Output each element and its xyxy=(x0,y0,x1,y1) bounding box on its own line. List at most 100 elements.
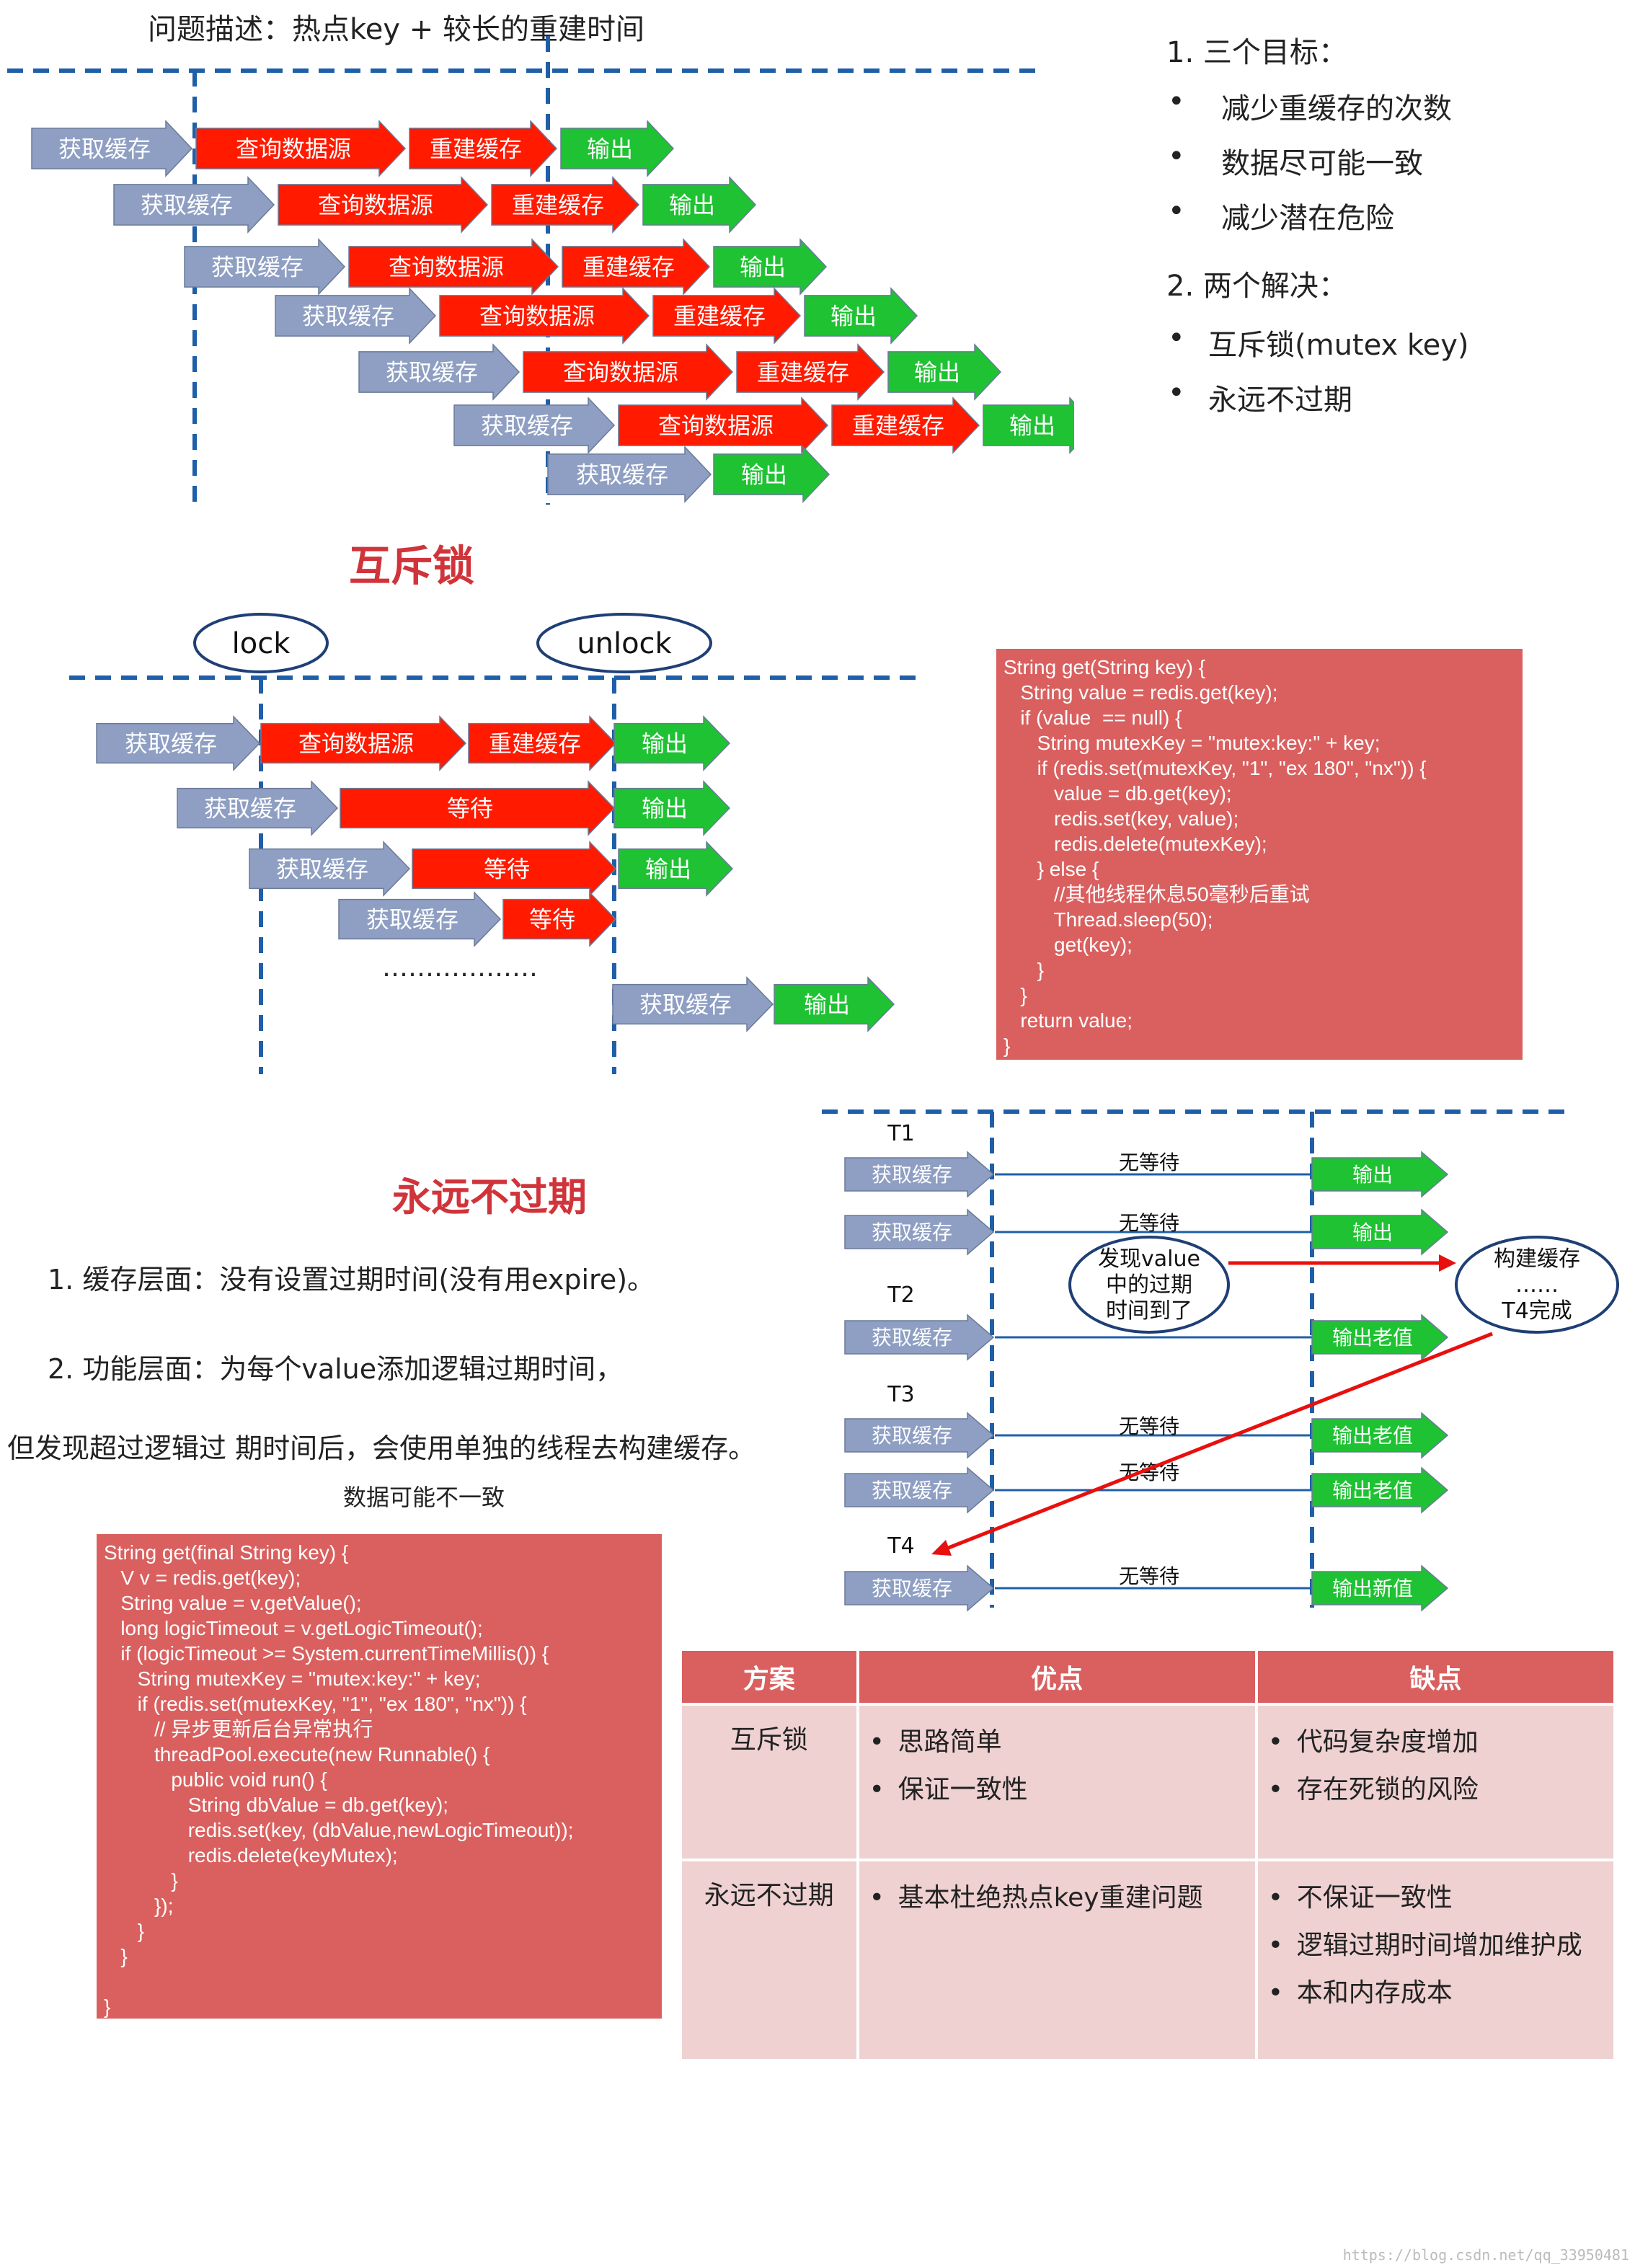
never-note: 数据可能不一致 xyxy=(343,1484,505,1511)
no-wait-label: 无等待 xyxy=(1119,1461,1179,1484)
output-old-arrow-label: 输出老值 xyxy=(1332,1326,1413,1350)
table-cell-name: 互斥锁 xyxy=(682,1703,859,1859)
query-source-arrow: 查询数据源 xyxy=(348,238,559,296)
list-item: 基本杜绝热点key重建问题 xyxy=(869,1874,1255,1922)
code-line xyxy=(104,1969,655,1994)
mutex-title: 互斥锁 xyxy=(349,541,475,590)
rebuild-cache-arrow-label: 重建缓存 xyxy=(489,730,581,758)
output-arrow-label: 输出 xyxy=(804,991,850,1019)
expire-to-build-arrowhead xyxy=(1439,1254,1456,1272)
output-arrow: 输出 xyxy=(1311,1208,1449,1256)
get-cache-arrow-label: 获取缓存 xyxy=(58,136,151,163)
output-arrow: 输出 xyxy=(642,176,757,234)
output-arrow: 输出 xyxy=(774,976,895,1032)
output-old-arrow: 输出老值 xyxy=(1311,1412,1449,1459)
build-cache-ellipse xyxy=(1455,1236,1619,1334)
rebuild-cache-arrow: 重建缓存 xyxy=(562,238,711,296)
output-arrow-label: 输出 xyxy=(587,136,633,163)
timeline-label: T4 xyxy=(887,1533,914,1559)
query-source-arrow-label: 查询数据源 xyxy=(389,254,504,281)
get-cache-arrow: 获取缓存 xyxy=(844,1314,995,1361)
code-line: } xyxy=(1003,1035,1011,1057)
code-line: }); xyxy=(104,1895,174,1917)
found-expired-ellipse xyxy=(1068,1236,1230,1334)
timeline-diagram: T1获取缓存输出无等待获取缓存输出无等待T2获取缓存输出老值T3获取缓存输出老值… xyxy=(822,1109,1619,1612)
output-arrow: 输出 xyxy=(613,715,731,771)
code-line: } xyxy=(104,1920,145,1942)
get-cache-arrow: 获取缓存 xyxy=(31,120,193,177)
get-cache-arrow-label: 获取缓存 xyxy=(576,461,668,489)
never-point-2: 2. 功能层面：为每个value添加逻辑过期时间， xyxy=(48,1353,624,1385)
output-arrow-label: 输出 xyxy=(1352,1163,1393,1187)
get-cache-arrow-label: 获取缓存 xyxy=(481,412,573,440)
get-cache-arrow: 获取缓存 xyxy=(275,287,437,345)
get-cache-arrow-label: 获取缓存 xyxy=(366,906,458,934)
rebuild-cache-arrow: 重建缓存 xyxy=(652,287,802,345)
wait-arrow-label: 等待 xyxy=(447,795,493,823)
get-cache-arrow-label: 获取缓存 xyxy=(872,1424,952,1448)
get-cache-arrow: 获取缓存 xyxy=(844,1208,995,1256)
output-arrow: 输出 xyxy=(983,397,1074,454)
output-arrow-label: 输出 xyxy=(830,303,877,330)
code-line: if (redis.set(mutexKey, "1", "ex 180", "… xyxy=(104,1693,527,1715)
goals-heading: 1. 三个目标： xyxy=(1166,36,1347,69)
table-row: 永远不过期 基本杜绝热点key重建问题 不保证一致性 逻辑过期时间增加维护成 本… xyxy=(682,1859,1613,2059)
list-item: 保证一致性 xyxy=(869,1766,1255,1814)
goal-bullet: • xyxy=(1168,195,1185,228)
code-line: String dbValue = db.get(key); xyxy=(104,1794,449,1816)
query-source-arrow-label: 查询数据源 xyxy=(298,730,414,758)
code-line: redis.set(key, (dbValue,newLogicTimeout)… xyxy=(104,1819,574,1841)
code-line: String value = redis.get(key); xyxy=(1003,681,1278,704)
output-arrow: 输出 xyxy=(1311,1151,1449,1198)
get-cache-arrow: 获取缓存 xyxy=(249,841,411,897)
output-arrow-label: 输出 xyxy=(642,795,688,823)
comparison-table: 方案 优点 缺点 互斥锁 思路简单 保证一致性 代码复杂度增加 存在死锁的风险 … xyxy=(682,1651,1613,2059)
code-line: long logicTimeout = v.getLogicTimeout(); xyxy=(104,1617,483,1639)
code-line: } xyxy=(1003,959,1045,981)
rebuild-cache-arrow-label: 重建缓存 xyxy=(757,359,849,386)
output-arrow-label: 输出 xyxy=(1352,1221,1393,1244)
get-cache-arrow-label: 获取缓存 xyxy=(872,1326,952,1350)
query-source-arrow-label: 查询数据源 xyxy=(563,359,678,386)
output-old-arrow: 输出老值 xyxy=(1311,1314,1449,1361)
output-arrow-label: 输出 xyxy=(740,254,786,281)
list-item: 存在死锁的风险 xyxy=(1268,1766,1613,1814)
code-line: String get(String key) { xyxy=(1003,656,1206,678)
build-cache-line: 构建缓存 xyxy=(1494,1246,1580,1272)
problem-title: 问题描述：热点key + 较长的重建时间 xyxy=(148,13,644,46)
output-arrow: 输出 xyxy=(560,120,675,177)
code-line: String get(final String key) { xyxy=(104,1541,349,1564)
wait-arrow: 等待 xyxy=(340,780,616,836)
get-cache-arrow: 获取缓存 xyxy=(844,1151,995,1198)
table-header: 缺点 xyxy=(1257,1651,1613,1703)
wait-arrow-label: 等待 xyxy=(529,906,575,934)
get-cache-arrow: 获取缓存 xyxy=(96,715,261,771)
never-point-1: 1. 缓存层面：没有设置过期时间(没有用expire)。 xyxy=(48,1264,655,1295)
output-arrow: 输出 xyxy=(887,343,1002,401)
no-wait-label: 无等待 xyxy=(1119,1414,1179,1438)
query-source-arrow-label: 查询数据源 xyxy=(658,412,774,440)
goal-bullet: • xyxy=(1168,140,1185,173)
get-cache-arrow-label: 获取缓存 xyxy=(276,856,368,883)
output-old-arrow-label: 输出老值 xyxy=(1332,1424,1413,1448)
build-cache-line: T4完成 xyxy=(1501,1298,1572,1324)
get-cache-arrow-label: 获取缓存 xyxy=(872,1163,952,1187)
mutex-code-block: String get(String key) { String value = … xyxy=(996,649,1523,1060)
get-cache-arrow-label: 获取缓存 xyxy=(302,303,394,330)
table-cell-pros: 基本杜绝热点key重建问题 xyxy=(859,1859,1258,2059)
code-line: String mutexKey = "mutex:key:" + key; xyxy=(1003,732,1381,754)
output-arrow-label: 输出 xyxy=(642,730,688,758)
rebuild-cache-arrow: 重建缓存 xyxy=(468,715,617,771)
rebuild-cache-arrow-label: 重建缓存 xyxy=(512,192,604,219)
output-arrow-label: 输出 xyxy=(1009,412,1055,440)
code-line: value = db.get(key); xyxy=(1003,782,1232,805)
table-cell-cons: 不保证一致性 逻辑过期时间增加维护成 本和内存成本 xyxy=(1257,1859,1613,2059)
no-wait-label: 无等待 xyxy=(1119,1564,1179,1588)
rebuild-cache-arrow: 重建缓存 xyxy=(736,343,885,401)
code-line: } xyxy=(104,1995,111,2018)
code-line: } xyxy=(1003,984,1027,1006)
rebuild-cache-arrow-label: 重建缓存 xyxy=(673,303,766,330)
output-arrow: 输出 xyxy=(618,841,734,897)
query-source-arrow-label: 查询数据源 xyxy=(479,303,595,330)
rebuild-cache-arrow-label: 重建缓存 xyxy=(582,254,675,281)
